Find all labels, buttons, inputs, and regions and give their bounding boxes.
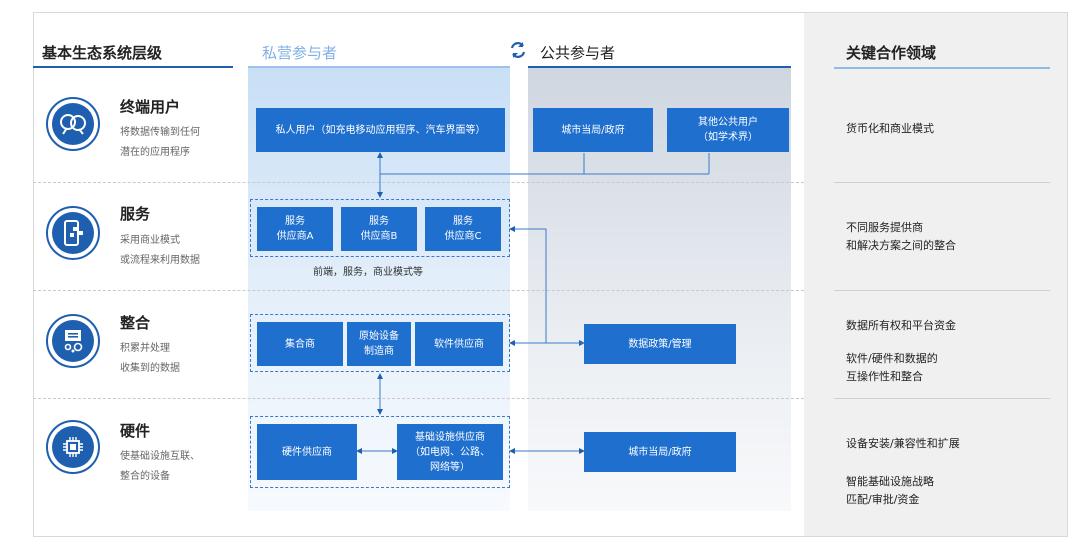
key-area-installation: 设备安装/兼容性和扩展 (846, 437, 960, 450)
data-policy-box: 数据政策/管理 (584, 324, 736, 364)
software-vendor-box: 软件供应商 (415, 322, 503, 366)
level-title-end-users: 终端用户 (120, 98, 181, 116)
row-separator (33, 182, 804, 183)
other-public-users-box: 其他公共用户（如学术界） (667, 108, 789, 152)
header-private-underline (248, 66, 510, 68)
data-processing-icon (46, 314, 100, 368)
key-area-integration: 不同服务提供商和解决方案之间的整合 (846, 221, 956, 252)
level-desc-end-users: 将数据传输到任何潜在的应用程序 (120, 127, 200, 158)
key-separator (834, 290, 1050, 291)
service-provider-a: 服务供应商A (257, 207, 333, 251)
level-desc-hardware: 使基础设施互联、整合的设备 (120, 451, 200, 482)
aggregator-box: 集合商 (257, 322, 343, 366)
key-area-interoperability: 软件/硬件和数据的互操作性和整合 (846, 352, 938, 383)
header-public: 公共参与者 (540, 44, 616, 62)
key-area-smart-infra: 智能基础设施战略匹配/审批/资金 (846, 475, 934, 506)
infrastructure-supplier-box: 基础设施供应商（如电网、公路、网络等） (397, 424, 503, 480)
level-desc-integration: 积累并处理收集到的数据 (120, 343, 180, 374)
private-end-user-box: 私人用户（如充电移动应用程序、汽车界面等） (256, 108, 505, 152)
services-group (250, 199, 510, 257)
level-title-services: 服务 (120, 205, 151, 223)
header-private: 私营参与者 (262, 44, 338, 62)
header-public-underline (528, 66, 791, 68)
row-separator (33, 290, 804, 291)
public-city-authority-hw-box: 城市当局/政府 (584, 432, 736, 472)
oem-box: 原始设备制造商 (347, 322, 411, 366)
services-note: 前端，服务，商业模式等 (313, 267, 423, 278)
public-city-authority-box: 城市当局/政府 (533, 108, 653, 152)
key-area-data-ownership: 数据所有权和平台资金 (846, 319, 956, 332)
service-provider-c: 服务供应商C (425, 207, 501, 251)
key-separator (834, 398, 1050, 399)
service-provider-b: 服务供应商B (341, 207, 417, 251)
key-separator (834, 182, 1050, 183)
row-separator (33, 398, 804, 399)
refresh-icon (508, 40, 528, 60)
header-key-underline (834, 67, 1050, 69)
header-layers-underline (33, 66, 233, 68)
users-icon (46, 97, 100, 151)
mobile-app-icon (46, 206, 100, 260)
chip-icon (46, 420, 100, 474)
level-desc-services: 采用商业模式或流程来利用数据 (120, 235, 200, 266)
frame (33, 12, 1068, 537)
integration-group (250, 314, 510, 372)
hardware-supplier-box: 硬件供应商 (257, 424, 357, 480)
key-areas-panel (804, 13, 1067, 536)
header-key-areas: 关键合作领域 (846, 44, 937, 62)
level-title-integration: 整合 (120, 314, 151, 332)
header-layers: 基本生态系统层级 (42, 44, 163, 62)
key-area-monetization: 货币化和商业模式 (846, 122, 934, 135)
hardware-group (250, 416, 510, 488)
level-title-hardware: 硬件 (120, 422, 151, 440)
